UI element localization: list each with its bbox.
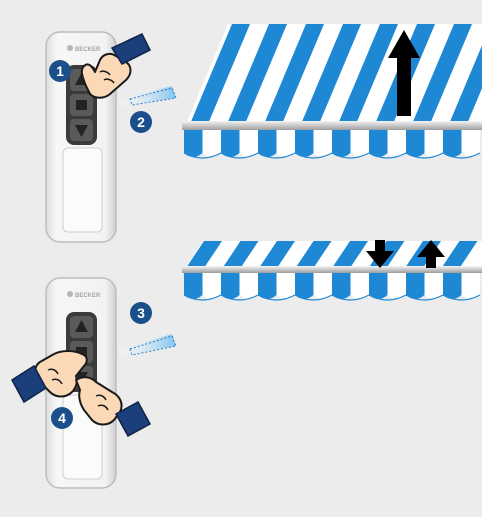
step-badge-3: 3 bbox=[130, 302, 152, 324]
step-number: 4 bbox=[58, 410, 66, 426]
awning-extended bbox=[180, 20, 482, 158]
step-number: 3 bbox=[137, 305, 145, 321]
step-number: 1 bbox=[56, 63, 64, 79]
step-badge-1: 1 bbox=[49, 60, 71, 82]
remote-signal-icon bbox=[118, 334, 176, 356]
remote-stop-button[interactable] bbox=[70, 94, 93, 116]
awning-rod bbox=[182, 121, 482, 130]
step-number: 2 bbox=[137, 114, 145, 130]
remote-signal-icon bbox=[118, 86, 176, 106]
awning-valance bbox=[184, 273, 480, 300]
brand-label: BECKER bbox=[75, 293, 101, 299]
step-badge-4: 4 bbox=[51, 407, 73, 429]
remote-up-button[interactable] bbox=[70, 316, 93, 338]
awning-valance bbox=[184, 130, 480, 158]
brand-label: BECKER bbox=[75, 47, 101, 53]
remote-down-button[interactable] bbox=[70, 119, 93, 141]
step-badge-2: 2 bbox=[130, 111, 152, 133]
awning-retracted bbox=[180, 238, 482, 300]
awning-rod bbox=[182, 266, 482, 273]
awning-fabric bbox=[180, 20, 482, 130]
